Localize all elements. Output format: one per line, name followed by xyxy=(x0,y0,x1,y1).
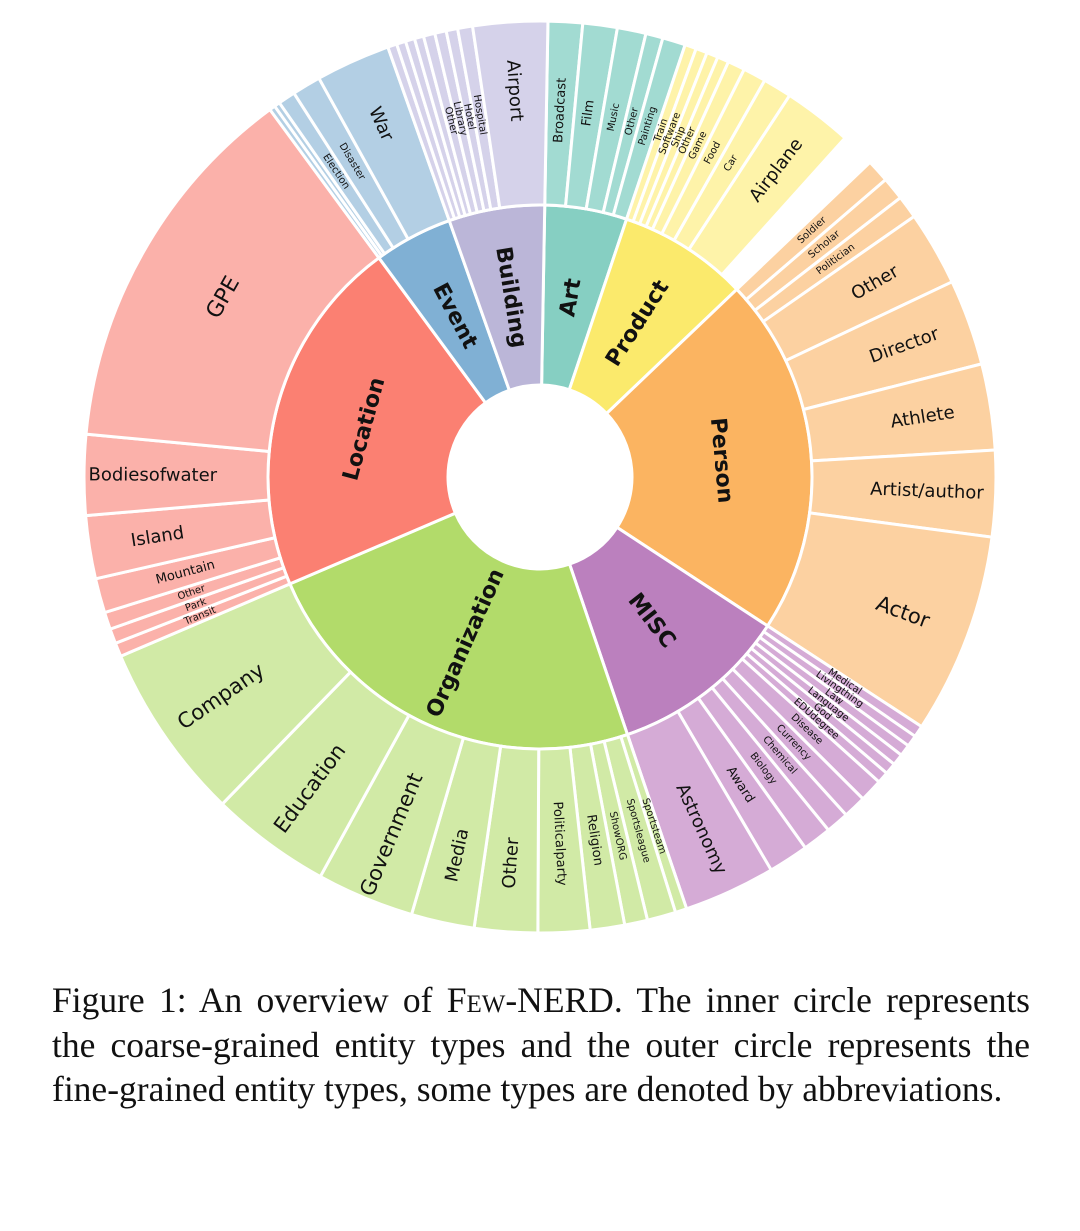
outer-label-art-broadcast: Broadcast xyxy=(551,77,570,143)
outer-label-art-film: Film xyxy=(579,99,597,127)
outer-label-building-airport: Airport xyxy=(502,59,527,122)
outer-label-location-bodiesofwater: Bodiesofwater xyxy=(88,464,217,486)
outer-segment-location-gpe xyxy=(84,107,382,454)
outer-label-organization-other: Other xyxy=(499,836,524,889)
chart-segments xyxy=(82,19,998,935)
caption-prefix: Figure 1: An overview of xyxy=(52,980,447,1020)
outer-label-person-artist-author: Artist/author xyxy=(870,479,985,504)
outer-label-building-hotel: Hotel xyxy=(461,103,477,131)
outer-segment-product-airplane xyxy=(686,93,848,277)
caption-dataset-name: Few-NERD xyxy=(446,980,614,1020)
caption-text: . The inner circle represents the coarse… xyxy=(52,980,1031,1109)
figure-caption: Figure 1: An overview of Few-NERD. The i… xyxy=(52,978,1030,1112)
outer-label-organization-politicalparty: Politicalparty xyxy=(550,801,569,886)
outer-segment-building-airport xyxy=(470,19,550,210)
